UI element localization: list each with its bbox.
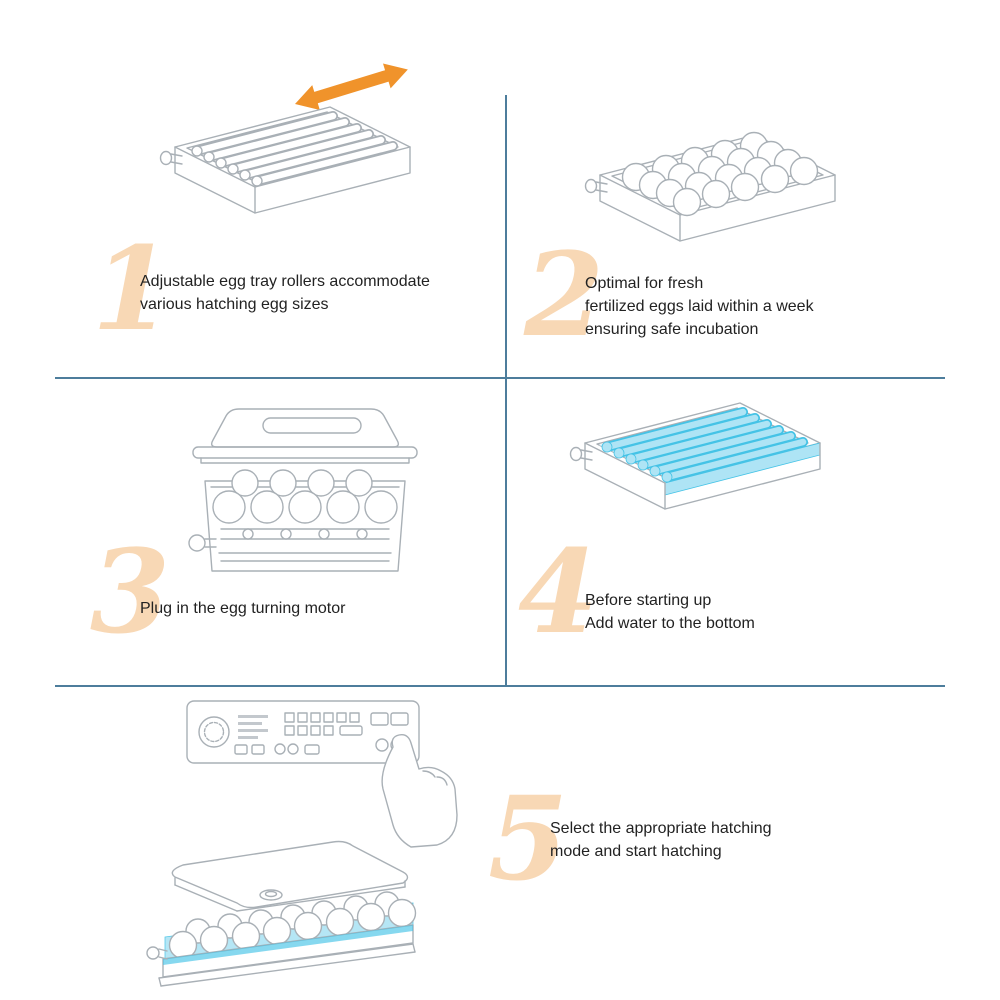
rollers-in-water bbox=[601, 407, 808, 483]
step-number-1: 1 bbox=[92, 222, 173, 357]
caption-line: Add water to the bottom bbox=[585, 615, 755, 632]
control-panel-illustration bbox=[146, 700, 458, 987]
caption-line: Before starting up bbox=[585, 592, 712, 609]
roller-tray-illustration bbox=[159, 63, 411, 214]
vertical-divider bbox=[505, 95, 507, 686]
caption-line: fertilized eggs laid within a week bbox=[585, 298, 814, 315]
caption-line: Plug in the egg turning motor bbox=[140, 600, 346, 617]
caption-line: mode and start hatching bbox=[550, 843, 722, 860]
water-stripe bbox=[163, 925, 413, 965]
step-number-4: 4 bbox=[518, 525, 599, 660]
motor-knob bbox=[159, 150, 183, 166]
motor-knob bbox=[188, 534, 217, 552]
step-caption-1: Adjustable egg tray rollers accommodate … bbox=[140, 270, 430, 316]
step-number-2: 2 bbox=[524, 228, 605, 363]
caption-line: Select the appropriate hatching bbox=[550, 820, 772, 837]
incubator-lid bbox=[192, 408, 418, 464]
roller-tray bbox=[159, 106, 411, 214]
incubator-motor-illustration bbox=[188, 408, 418, 572]
motor-knob bbox=[569, 446, 593, 462]
control-panel bbox=[186, 700, 420, 764]
motor-knob bbox=[146, 946, 168, 960]
step-caption-5: Select the appropriate hatching mode and… bbox=[550, 817, 771, 863]
incubator-lid bbox=[171, 840, 409, 912]
rollers bbox=[191, 111, 398, 187]
step-number-3: 3 bbox=[90, 525, 171, 660]
water-tray-illustration bbox=[569, 402, 821, 510]
caption-line: various hatching egg sizes bbox=[140, 296, 329, 313]
caption-line: Adjustable egg tray rollers accommodate bbox=[140, 273, 430, 290]
step-caption-2: Optimal for fresh fertilized eggs laid w… bbox=[585, 272, 814, 341]
egg-filled-tray-illustration bbox=[584, 131, 836, 242]
eggs bbox=[212, 469, 398, 524]
pointing-hand-icon bbox=[381, 733, 458, 848]
caption-line: ensuring safe incubation bbox=[585, 321, 759, 338]
step-number-5: 5 bbox=[488, 772, 569, 907]
motor-knob bbox=[584, 178, 608, 194]
incubator-base bbox=[204, 469, 406, 572]
caption-line: Optimal for fresh bbox=[585, 275, 704, 292]
mode-button bbox=[375, 738, 389, 752]
resize-arrow-icon bbox=[295, 63, 408, 110]
horizontal-divider-top bbox=[55, 377, 945, 379]
incubator-with-eggs bbox=[146, 840, 417, 987]
step-caption-4: Before starting up Add water to the bott… bbox=[585, 589, 755, 635]
eggs bbox=[621, 131, 819, 217]
step-caption-3: Plug in the egg turning motor bbox=[140, 597, 345, 620]
horizontal-divider-bottom bbox=[55, 685, 945, 687]
